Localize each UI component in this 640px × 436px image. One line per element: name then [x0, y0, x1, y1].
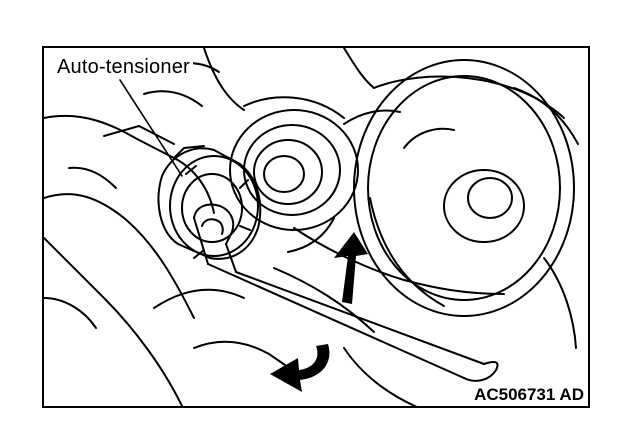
arrow-down-curved-icon	[270, 344, 330, 392]
belt-section	[273, 227, 505, 406]
crankshaft-pulley	[343, 59, 579, 349]
rotation-arrows	[270, 232, 368, 392]
engine-drawing	[44, 48, 579, 406]
figure-reference-code: AC506731 AD	[472, 385, 586, 404]
wrench-tool	[193, 203, 499, 382]
service-illustration: Auto-tensioner AC506731 AD	[42, 46, 590, 408]
callout-leader-line	[119, 79, 183, 177]
auto-tensioner-callout: Auto-tensioner	[54, 56, 193, 78]
engine-block-outline	[44, 48, 375, 406]
auto-tensioner	[157, 145, 262, 260]
arrow-up-icon	[334, 232, 368, 304]
